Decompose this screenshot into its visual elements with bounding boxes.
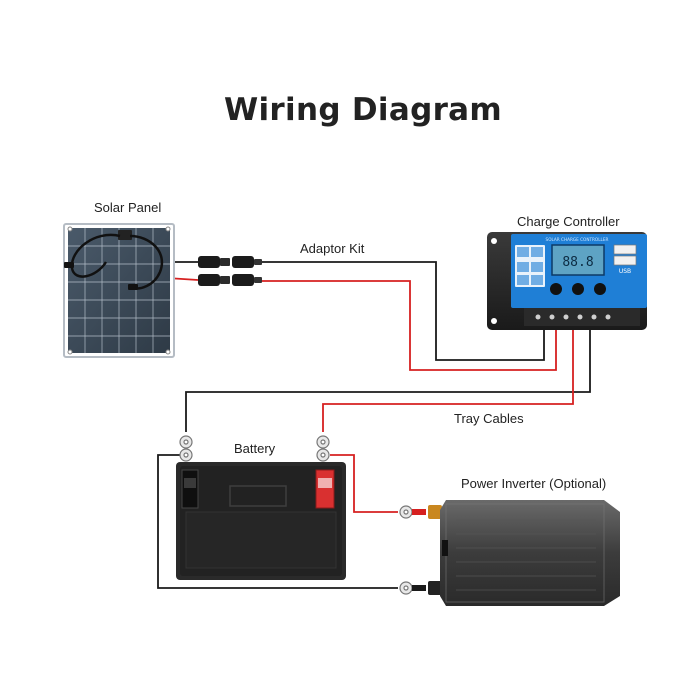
inverter-positive-post (428, 505, 442, 519)
power-inverter-label: Power Inverter (Optional) (461, 476, 607, 491)
charge-controller-label: Charge Controller (517, 214, 620, 229)
battery-negative-terminal (181, 469, 199, 509)
power-inverter (428, 500, 620, 606)
battery-black-tray-cable (185, 325, 591, 432)
solar-panel (63, 223, 175, 358)
charge-controller: SOLAR CHARGE CONTROLLER 88.8 USB (487, 232, 647, 330)
solar-panel-label: Solar Panel (94, 200, 162, 215)
diagram-title: Wiring Diagram (224, 92, 502, 128)
controller-usb-text: USB (619, 268, 631, 275)
adaptor-kit-label: Adaptor Kit (300, 241, 365, 256)
inverter-red-wire (330, 454, 398, 513)
controller-button-right (594, 283, 606, 295)
controller-button-left (550, 283, 562, 295)
wires (157, 261, 591, 589)
battery-positive-terminal (315, 469, 335, 509)
inverter-negative-post (428, 581, 442, 595)
battery-label: Battery (234, 441, 276, 456)
battery (176, 462, 346, 580)
adaptor-kit-connectors (198, 256, 262, 286)
battery-red-tray-cable (322, 325, 574, 432)
tray-cables-label: Tray Cables (454, 411, 524, 426)
adaptor-black-wire (262, 261, 545, 361)
adaptor-red-wire (262, 280, 557, 371)
controller-header-text: SOLAR CHARGE CONTROLLER (546, 237, 609, 242)
svg-text:88.8: 88.8 (562, 255, 593, 270)
controller-button-middle (572, 283, 584, 295)
inverter-black-wire (157, 454, 398, 589)
